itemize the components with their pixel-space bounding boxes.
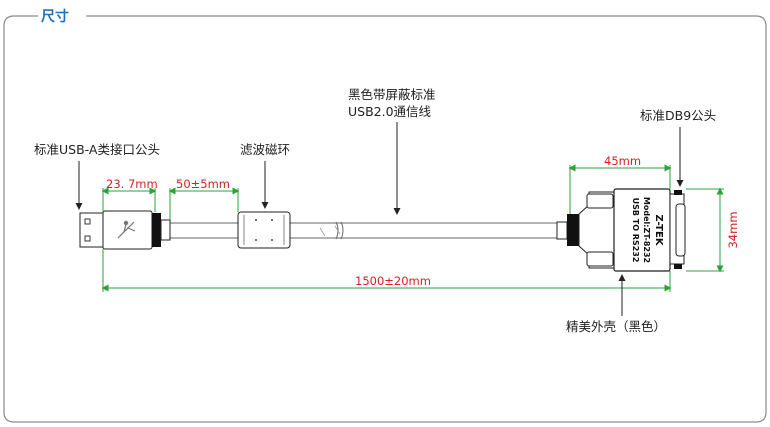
usb-pin — [84, 235, 91, 242]
panel-border — [3, 15, 767, 423]
dim-housing-length: 45mm — [604, 154, 641, 168]
db9-shell — [675, 203, 686, 257]
connector-brand: Z-TEK — [653, 214, 664, 246]
db9-strain-relief — [567, 214, 579, 246]
db9-connector: Z-TEK Model:ZT-8232 USB TO RS232 — [556, 188, 686, 272]
db9-screw-top — [586, 193, 614, 209]
label-cable-line1: 黑色带屏蔽标准 — [348, 87, 436, 102]
usb-a-plug — [79, 210, 171, 250]
cable-break — [335, 221, 344, 240]
usb-strain-relief — [152, 213, 161, 247]
connector-model: Model:ZT-8232 — [642, 197, 651, 263]
label-shell: 精美外壳（黑色） — [566, 319, 666, 334]
usb-pin — [84, 218, 91, 225]
label-db9: 标准DB9公头 — [640, 108, 716, 123]
db9-screw-bottom — [586, 251, 614, 267]
label-ferrite: 滤波磁环 — [240, 142, 290, 157]
leader-lines — [75, 122, 684, 316]
ferrite-core — [237, 211, 291, 249]
connector-desc: USB TO RS232 — [631, 198, 640, 263]
dim-total-length: 1500±20mm — [355, 274, 431, 288]
section-title: 尺寸 — [41, 8, 69, 25]
dim-usb-length: 23. 7mm — [106, 177, 158, 191]
dim-ferrite-gap: 50±5mm — [176, 177, 230, 191]
usb-plug-body — [102, 210, 153, 250]
usb-trident-icon — [117, 220, 136, 239]
dim-housing-height: 34mm — [726, 211, 740, 248]
label-usb-plug: 标准USB-A类接口公头 — [34, 142, 160, 157]
dimension-lines — [101, 164, 724, 292]
label-cable-line2: USB2.0通信线 — [348, 104, 432, 119]
cable — [170, 221, 557, 240]
